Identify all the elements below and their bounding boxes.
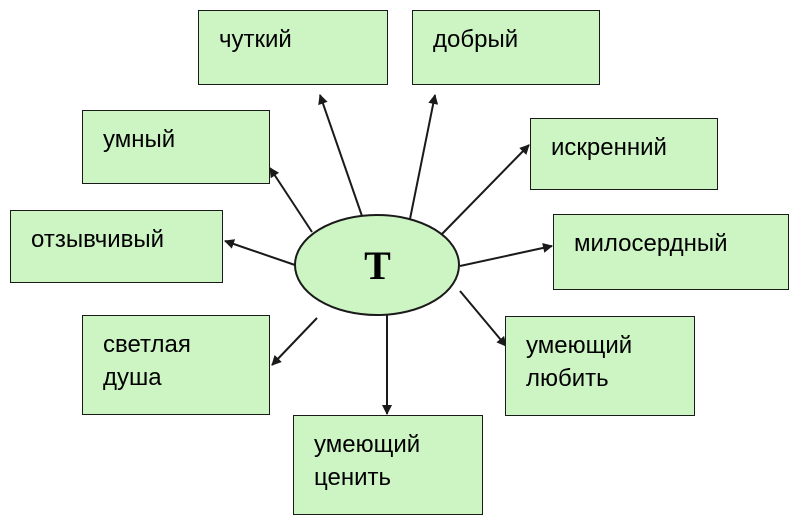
node-umnyy: умный — [82, 110, 270, 184]
node-otzyvchivyy: отзывчивый — [10, 210, 223, 283]
arrow-to-miloserdnyy — [459, 243, 553, 267]
arrow-to-svetlaya-dusha — [271, 317, 318, 366]
node-umeyushchiy-lyubit-line2: любить — [526, 365, 609, 392]
node-umeyushchiy-tsenit-line1: умеющий — [314, 431, 421, 458]
node-dobryy: добрый — [412, 10, 600, 85]
arrow-to-iskrenniy — [441, 144, 530, 235]
arrow-to-umeyushchiy-lyubit — [459, 290, 507, 347]
arrow-to-otzyvchivyy — [224, 239, 296, 266]
node-svetlaya-dusha-line1: светлая — [103, 331, 191, 358]
node-miloserdnyy-label: милосердный — [574, 230, 728, 257]
node-iskrenniy: искренний — [530, 118, 718, 190]
center-label: Т — [364, 242, 391, 288]
arrow-to-umnyy — [269, 167, 313, 233]
node-miloserdnyy: милосердный — [553, 214, 789, 290]
node-umnyy-label: умный — [103, 126, 176, 153]
node-iskrenniy-label: искренний — [551, 134, 667, 161]
node-chutkiy: чуткий — [198, 10, 388, 85]
node-umeyushchiy-lyubit: умеющий любить — [505, 316, 695, 416]
node-svetlaya-dusha-line2: душа — [103, 364, 162, 391]
arrow-to-chutkiy — [318, 94, 363, 217]
node-umeyushchiy-tsenit: умеющий ценить — [293, 415, 483, 515]
node-dobryy-label: добрый — [433, 26, 519, 53]
arrow-to-dobryy — [409, 94, 439, 220]
node-umeyushchiy-lyubit-line1: умеющий — [526, 332, 633, 359]
node-chutkiy-label: чуткий — [219, 26, 292, 53]
node-otzyvchivyy-label: отзывчивый — [31, 226, 165, 253]
node-svetlaya-dusha: светлая душа — [82, 315, 270, 415]
center-ellipse — [294, 214, 460, 316]
node-umeyushchiy-tsenit-line2: ценить — [314, 464, 391, 491]
